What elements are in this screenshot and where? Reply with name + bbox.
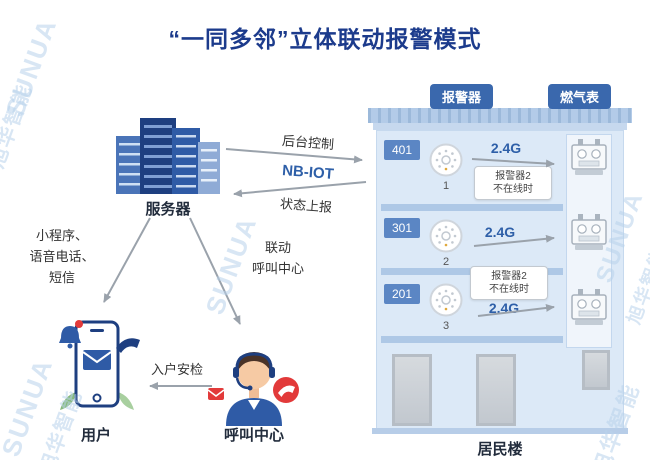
alarm-device-number: 1 [442, 180, 450, 192]
server-label: 服务器 [145, 201, 191, 218]
alarm-device-icon [428, 282, 464, 323]
callout-line: 报警器2 [495, 171, 531, 182]
arrow-status-report [233, 181, 367, 198]
alarm-device-icon [428, 142, 464, 183]
building-door [476, 354, 516, 426]
signal-label: 2.4G [490, 140, 522, 156]
page-title: “一同多邻”立体联动报警模式 [168, 26, 482, 52]
offline-callout: 报警器2 不在线时 [474, 166, 552, 200]
alarm-device-number: 2 [442, 256, 450, 268]
signal-label: 2.4G [488, 300, 520, 316]
backend-control-label: 后台控制 [281, 132, 335, 153]
building-roof-ledge [373, 123, 627, 130]
floor-divider [381, 204, 563, 211]
alarm-badge: 报警器 [430, 84, 494, 109]
callout-line: 不在线时 [489, 284, 529, 295]
phone-handset-icon [116, 338, 140, 353]
building-roof [368, 108, 632, 123]
gas-meter-icon [569, 289, 609, 332]
meter-badge: 燃气表 [548, 84, 612, 109]
watermark-text: 旭华智能 [623, 244, 650, 327]
building-window [582, 350, 610, 390]
room-tab-301: 301 [384, 218, 420, 238]
mail-badge-icon [207, 388, 225, 400]
gas-meter-icon [569, 214, 609, 257]
watermark-text: 旭华智能 [0, 80, 37, 172]
operator-icon [226, 352, 282, 426]
user-channel-line: 语音电话、 [29, 248, 95, 264]
callout-line: 不在线时 [493, 184, 533, 195]
linkage-label: 联动 呼叫中心 [240, 238, 316, 280]
call-center-label: 呼叫中心 [223, 427, 284, 444]
offline-callout: 报警器2 不在线时 [470, 266, 548, 300]
building-base [372, 428, 628, 434]
room-tab-401: 401 [384, 140, 420, 160]
gas-meter-icon [569, 139, 609, 182]
linkage-line: 联动 [264, 240, 291, 255]
building-door [392, 354, 432, 426]
user-channels-label: 小程序、 语音电话、 短信 [16, 226, 108, 288]
user-label: 用户 [80, 427, 111, 444]
arrow-server-to-callcenter [189, 217, 241, 325]
status-report-label: 状态上报 [279, 195, 333, 216]
smartphone-icon [74, 320, 120, 408]
signal-label: 2.4G [484, 224, 516, 240]
room-tab-201: 201 [384, 284, 420, 304]
alarm-device-icon [428, 218, 464, 259]
server-racks [116, 118, 220, 194]
floor-divider [381, 336, 563, 343]
call-center-icon [206, 330, 302, 431]
server-icon [116, 112, 220, 205]
arrow-server-to-user [103, 217, 151, 303]
phone-badge-icon [273, 377, 299, 403]
user-phone-icon [46, 312, 146, 419]
user-channel-line: 短信 [48, 269, 75, 285]
home-check-label: 入户安检 [150, 362, 203, 377]
leaves-icon [60, 392, 134, 410]
alarm-device-number: 3 [442, 320, 450, 332]
residential-building: 401 1 2.4G 报警器2 不在线时 301 [368, 108, 632, 434]
bell-icon [59, 320, 83, 349]
callout-line: 报警器2 [491, 271, 527, 282]
protocol-label: NB-IOT [281, 161, 335, 184]
user-channel-line: 小程序、 [35, 228, 88, 243]
building-label: 居民楼 [477, 441, 523, 458]
linkage-line: 呼叫中心 [251, 260, 304, 276]
